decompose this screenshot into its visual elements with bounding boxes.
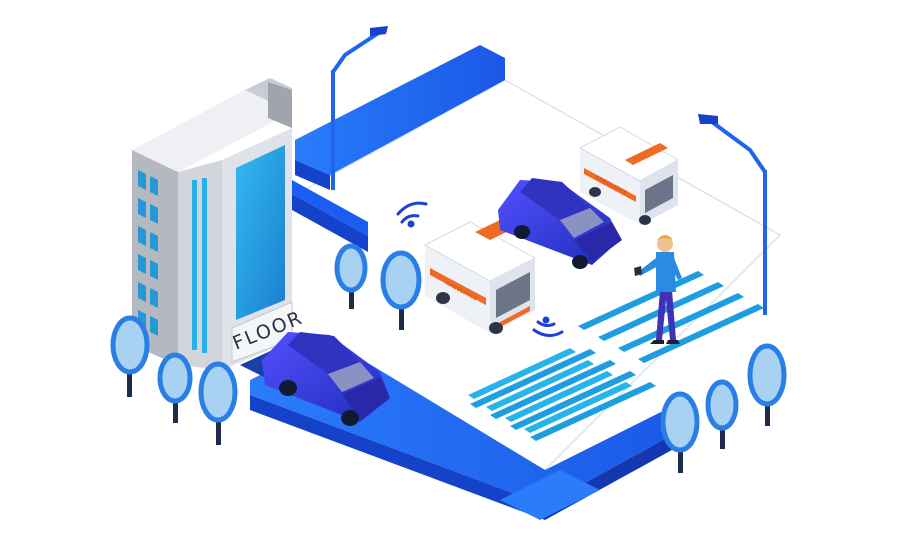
ambulance-back: AMBULANCE [578, 126, 680, 225]
car-sedan [498, 178, 622, 269]
crosswalk-lower [468, 348, 632, 433]
building-windows-left [138, 170, 158, 336]
road-top [295, 45, 505, 190]
street-lamp-left [331, 26, 388, 190]
person-pedestrian [634, 235, 682, 344]
wifi-signal-icon [532, 316, 564, 337]
tree [380, 250, 422, 330]
tree [334, 243, 368, 309]
tree [705, 379, 739, 449]
tree [110, 315, 150, 397]
tree [198, 361, 238, 445]
ambulance-front: AMBULANCE [423, 220, 537, 334]
road-bottom-stub [500, 470, 600, 520]
building-windows-middle [192, 178, 207, 353]
wifi-signal-icon [396, 201, 428, 228]
tree [747, 343, 787, 426]
tree [660, 391, 700, 473]
office-building: FLOOR [132, 78, 330, 385]
street-lamp-right [698, 114, 767, 315]
road-left [292, 180, 368, 252]
car-sedan [262, 332, 390, 426]
tree [157, 352, 193, 423]
